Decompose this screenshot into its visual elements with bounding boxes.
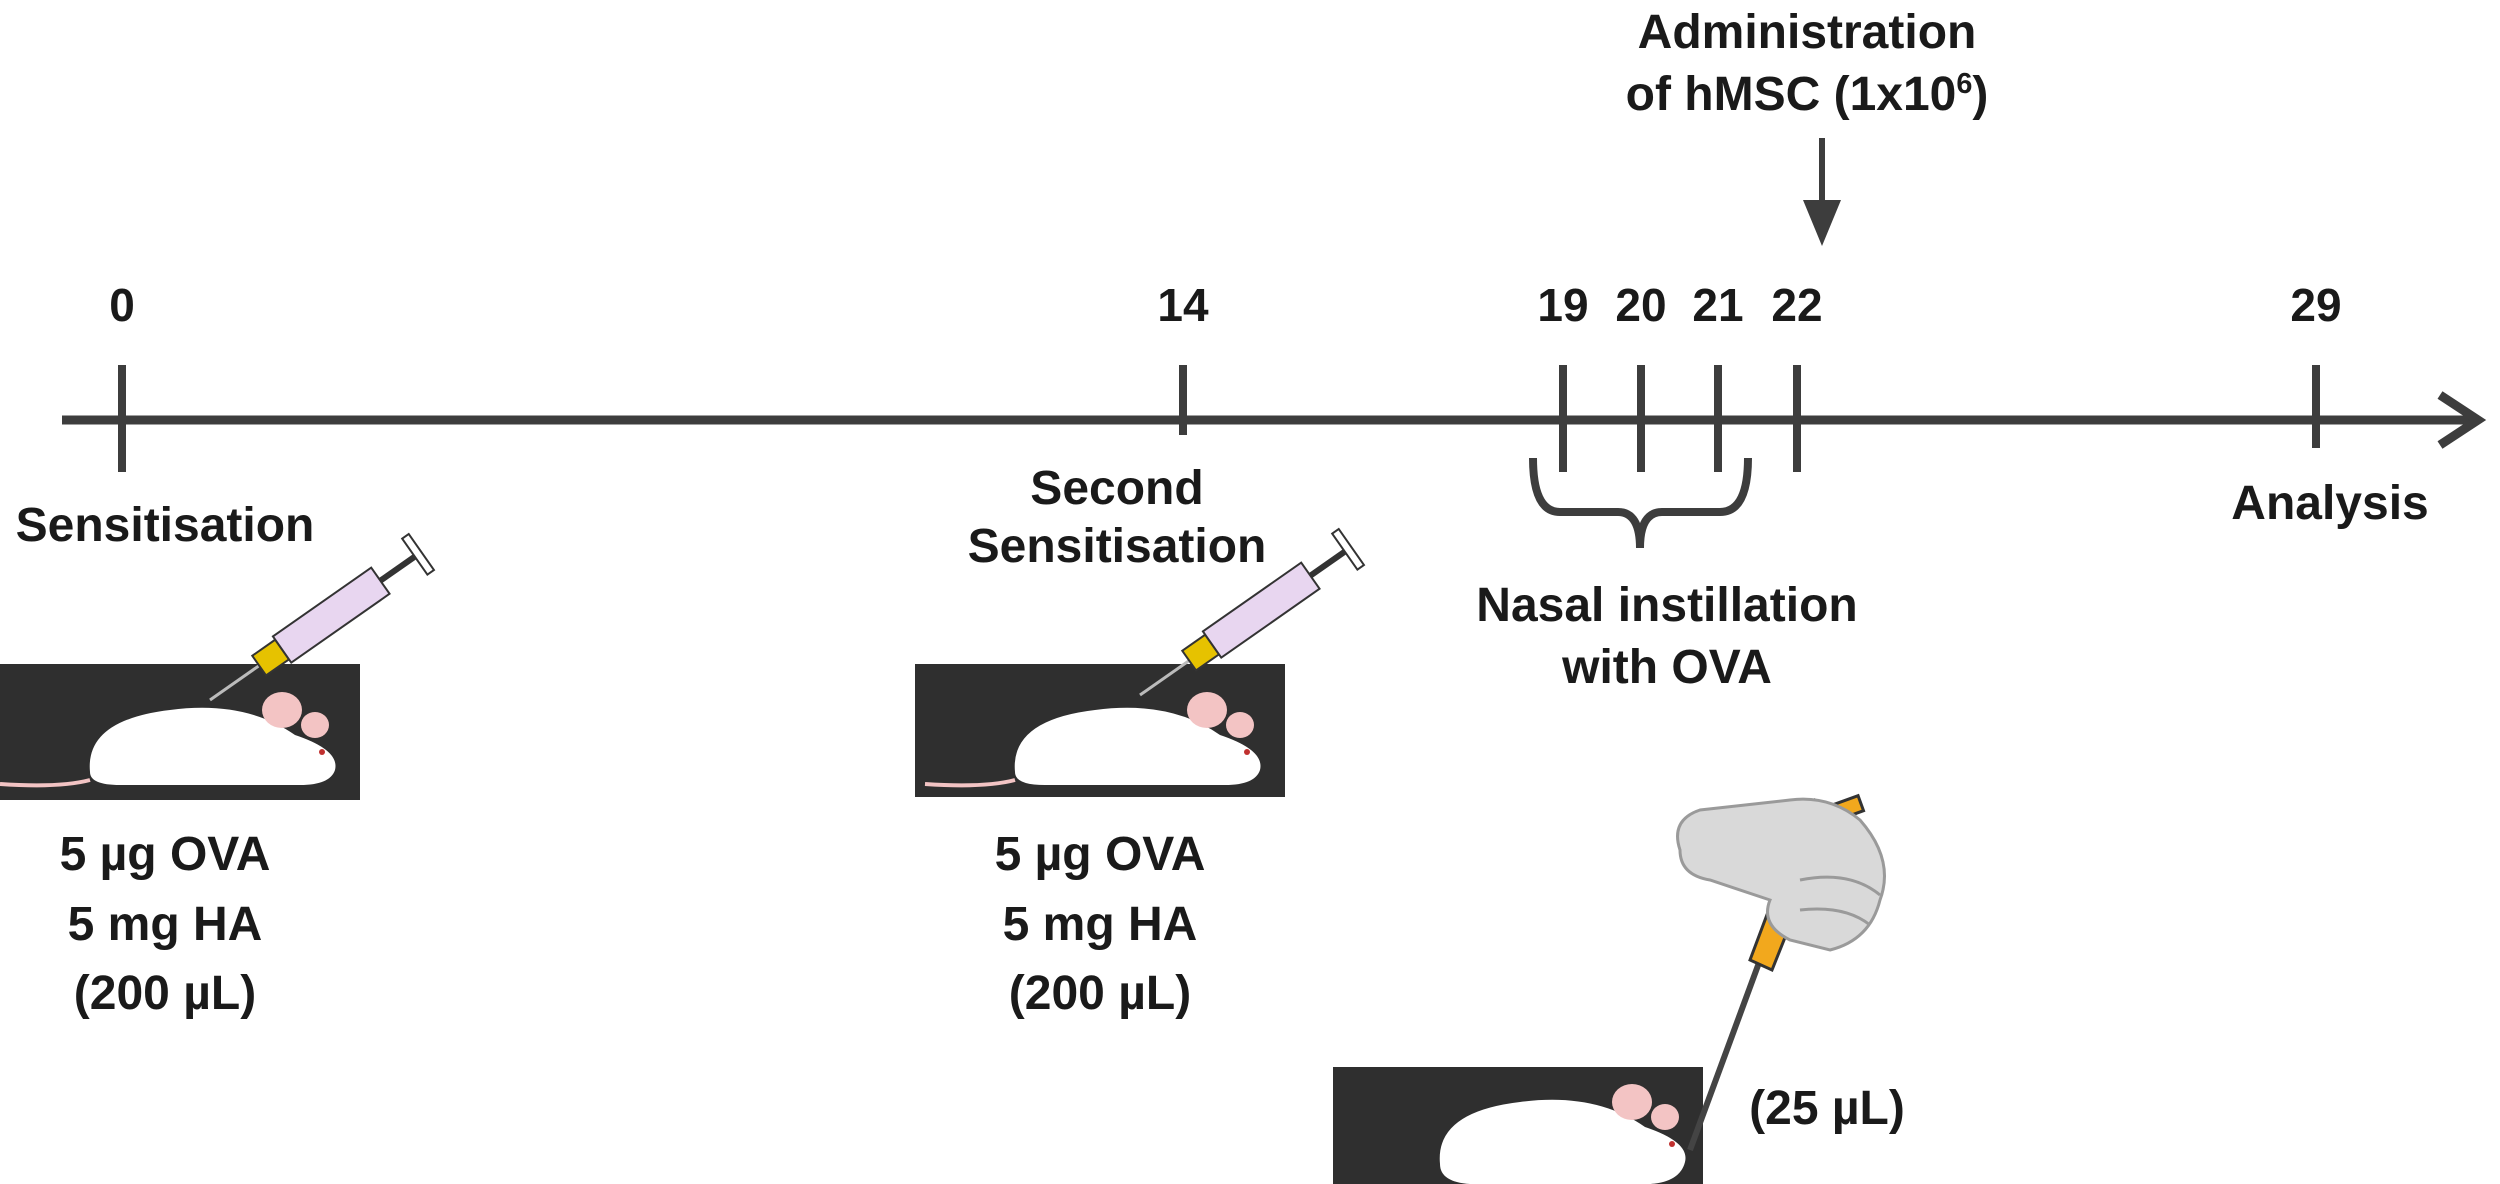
day-label-21: 21 [1692, 279, 1744, 331]
nasal-instillation-line-2: with OVA [1562, 641, 1772, 695]
syringe-icon [1139, 527, 1366, 697]
day-label-29: 29 [2290, 279, 2342, 331]
second-sensitisation-line-1: Second [1030, 462, 1204, 515]
day-label-19: 19 [1537, 279, 1589, 331]
mouse-icon [1439, 1084, 1686, 1184]
administration-line-2-prefix: of hMSC (1x10 [1625, 68, 1957, 122]
mouse-injection-illustration-2 [915, 527, 1366, 797]
timeline-arrowhead [2437, 391, 2487, 449]
administration-line-2: of hMSC (1x106) [1626, 64, 1989, 126]
dose-label-first: 5 µg OVA 5 mg HA (200 µL) [60, 820, 271, 1029]
dose-first-ha: 5 mg HA [67, 897, 263, 951]
nasal-instillation-line-1: Nasal instillation [1476, 579, 1858, 632]
nasal-brace [1529, 457, 1752, 549]
dose-second-volume: (200 µL) [1008, 967, 1192, 1021]
administration-arrow-head [1803, 200, 1841, 246]
second-sensitisation-label: Second Sensitisation [968, 460, 1267, 575]
glove-icon [1676, 797, 1886, 952]
syringe-icon [209, 532, 436, 702]
administration-line-2-suffix: ) [1972, 68, 1989, 122]
day-label-0: 0 [109, 279, 135, 331]
day-label-14: 14 [1157, 279, 1209, 331]
administration-line-1: Administration [1637, 6, 1977, 59]
analysis-label: Analysis [2231, 477, 2429, 530]
mouse-nasal-illustration [1333, 793, 1886, 1184]
dose-second-ha: 5 mg HA [1002, 897, 1198, 951]
mouse-icon [924, 692, 1261, 788]
administration-exponent: 6 [1956, 68, 1973, 101]
day-label-20: 20 [1615, 279, 1667, 331]
dose-first-ova: 5 µg OVA [59, 828, 271, 881]
sensitisation-label: Sensitisation [15, 499, 315, 552]
mouse-injection-illustration-1 [0, 532, 436, 800]
dose-first-volume: (200 µL) [73, 967, 257, 1021]
second-sensitisation-line-2: Sensitisation [967, 519, 1267, 573]
dose-second-ova: 5 µg OVA [994, 828, 1206, 881]
nasal-instillation-label: Nasal instillation with OVA [1476, 575, 1857, 700]
dose-label-second: 5 µg OVA 5 mg HA (200 µL) [995, 820, 1206, 1029]
administration-label: Administration of hMSC (1x106) [1626, 2, 1989, 127]
dose-label-nasal: (25 µL) [1749, 1082, 1905, 1135]
mouse-icon [0, 692, 336, 788]
day-label-22: 22 [1771, 279, 1823, 331]
